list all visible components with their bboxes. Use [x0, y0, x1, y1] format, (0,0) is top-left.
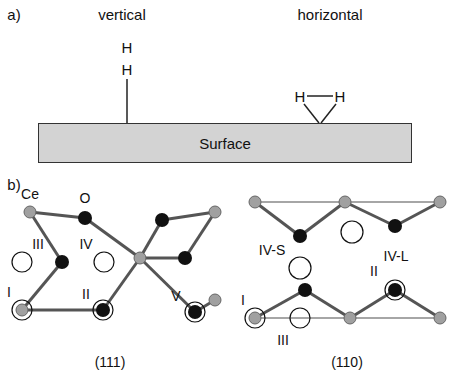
ce-atom	[16, 196, 446, 324]
atom-label: Ce	[21, 187, 39, 201]
panel-letter: a)	[7, 7, 20, 22]
panel-letter: b)	[7, 177, 20, 192]
atom-symbol: H	[295, 89, 306, 104]
bond-line	[126, 79, 128, 123]
site-circle	[12, 221, 405, 328]
atom-symbol: H	[122, 62, 133, 77]
bond-line	[307, 95, 333, 97]
site-label: IV	[79, 237, 92, 251]
site-label: II	[370, 264, 378, 278]
lattice-bonds	[255, 202, 440, 318]
atom-symbol: H	[122, 40, 133, 55]
orientation-label: horizontal	[297, 7, 362, 22]
ce-row-line	[255, 202, 440, 318]
site-label: I	[241, 293, 245, 307]
bond-line	[321, 104, 336, 123]
atom-label: O	[80, 191, 91, 205]
site-label: III	[277, 333, 289, 347]
facet-label: (110)	[331, 355, 363, 369]
site-label: III	[32, 237, 44, 251]
orientation-label: vertical	[98, 7, 146, 22]
lattice-bonds	[22, 212, 215, 312]
site-label: I	[7, 285, 11, 299]
surface-slab: Surface	[38, 123, 412, 163]
site-label: V	[171, 289, 180, 303]
bond-line	[304, 104, 319, 123]
atom-symbol: H	[335, 89, 346, 104]
site-label: IV-L	[384, 249, 409, 263]
surface-label: Surface	[199, 135, 251, 152]
site-label: II	[82, 287, 90, 301]
o-atom	[55, 211, 402, 319]
facet-label: (111)	[95, 355, 126, 369]
site-label: IV-S	[259, 243, 285, 257]
